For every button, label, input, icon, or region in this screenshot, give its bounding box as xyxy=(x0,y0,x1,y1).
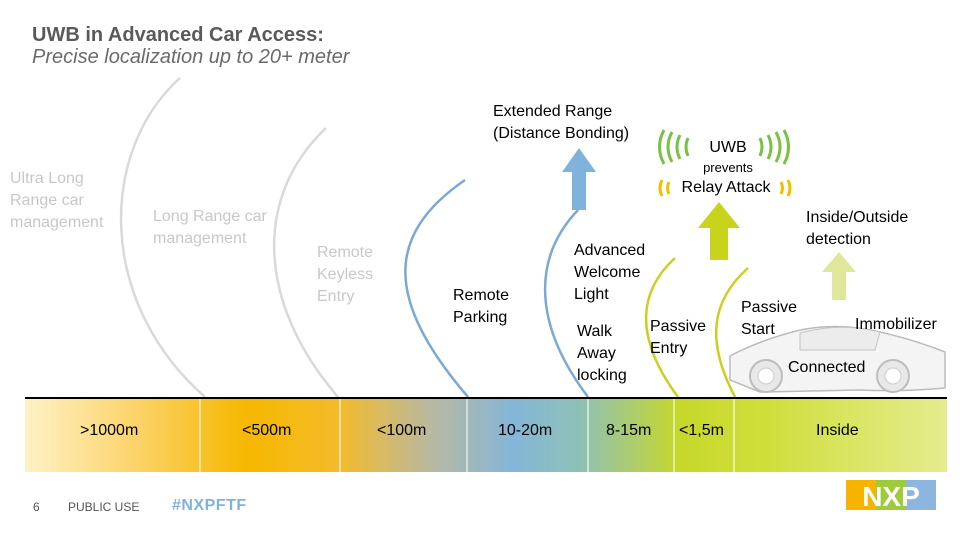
page-title: UWB in Advanced Car Access: xyxy=(32,24,324,46)
arc-remote-parking xyxy=(543,209,589,398)
zone-passive-entry: Passive Entry xyxy=(650,318,707,357)
band-divider xyxy=(733,398,735,472)
arc-passive-entry xyxy=(644,257,680,398)
arc-passive-start xyxy=(715,267,749,398)
relay-attack-brackets-icon xyxy=(658,179,792,197)
prevents-label: prevents xyxy=(703,160,753,175)
range-label: >1000m xyxy=(80,422,139,439)
page-number: 6 xyxy=(33,500,40,514)
svg-text:NXP: NXP xyxy=(862,481,920,512)
range-label: 8-15m xyxy=(606,422,652,439)
zone-advanced-welcome-light: Advanced Welcome Light xyxy=(574,242,646,303)
zone-remote-parking: Remote Parking xyxy=(453,287,510,326)
zone-long-range: Long Range car management xyxy=(153,208,267,247)
extended-range-arrow xyxy=(562,148,596,210)
uwb-waves-icon xyxy=(658,129,790,165)
zone-ultra-long-range: Ultra Long Range car management xyxy=(10,170,104,231)
arc-long xyxy=(272,127,339,398)
extended-range-label: Extended Range (Distance Bonding) xyxy=(493,103,630,142)
arc-remote-keyless xyxy=(404,178,469,398)
zone-passive-start: Passive Start xyxy=(741,299,798,338)
band-divider xyxy=(199,398,201,472)
band-baseline xyxy=(25,397,947,399)
range-label: 10-20m xyxy=(498,422,553,439)
range-label: Inside xyxy=(816,422,859,439)
relay-attack-label: Relay Attack xyxy=(681,179,771,196)
inside-outside-arrow xyxy=(822,252,856,300)
relay-attack-arrow xyxy=(698,202,740,260)
distance-band xyxy=(25,398,947,472)
uwb-label: UWB xyxy=(709,139,747,156)
zone-walk-away-locking: Walk Away locking xyxy=(577,323,627,384)
page-subtitle: Precise localization up to 20+ meter xyxy=(32,46,350,68)
range-label: <1,5m xyxy=(679,422,724,439)
hashtag: #NXPFTF xyxy=(172,497,247,514)
car-icon xyxy=(729,325,946,393)
zone-connected: Connected xyxy=(788,359,866,376)
arc-ultra-long xyxy=(119,77,206,398)
band-divider xyxy=(673,398,675,472)
band-divider xyxy=(466,398,468,472)
inside-outside-label: Inside/Outside detection xyxy=(806,209,909,248)
range-label: <100m xyxy=(377,422,427,439)
zone-remote-keyless-entry: Remote Keyless Entry xyxy=(317,244,374,305)
band-divider xyxy=(587,398,589,472)
zone-immobilizer: Immobilizer xyxy=(855,316,937,333)
band-divider xyxy=(339,398,341,472)
classification-label: PUBLIC USE xyxy=(68,500,140,514)
nxp-logo: NXP xyxy=(846,480,936,512)
range-label: <500m xyxy=(242,422,292,439)
